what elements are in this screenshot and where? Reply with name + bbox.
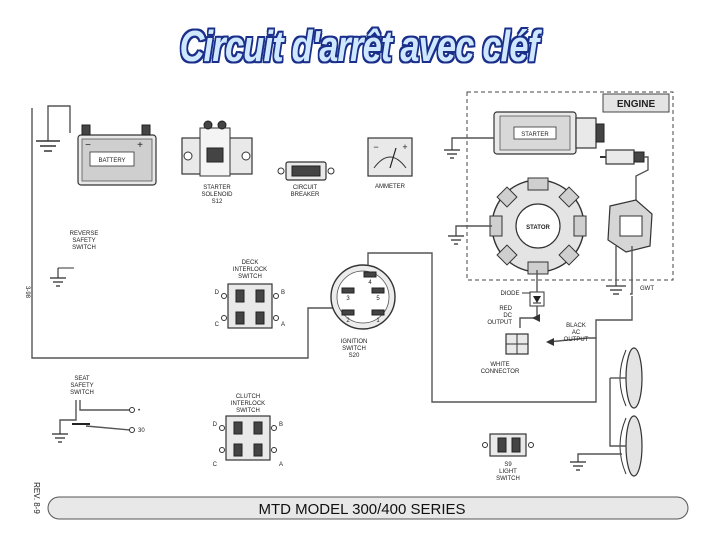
red-dc-1: RED bbox=[499, 306, 512, 312]
ignition-switch: 4 3 5 2 1 IGNITION SWITCH S20 bbox=[330, 264, 396, 359]
ign-terminal-1: 1 bbox=[376, 318, 380, 324]
clutch-label-1: CLUTCH bbox=[236, 394, 260, 400]
black-ac-3: OUTPUT bbox=[564, 337, 589, 343]
light-label-1: S9 bbox=[504, 462, 512, 468]
engine-label: ENGINE bbox=[617, 99, 656, 110]
black-ac-1: BLACK bbox=[566, 323, 586, 329]
stator: STATOR bbox=[448, 177, 587, 275]
gwt-label: GWT bbox=[640, 286, 654, 292]
battery: BATTERY − + bbox=[36, 105, 157, 186]
clutch-terminal-b: B bbox=[279, 422, 283, 428]
seat-pin-2: 30 bbox=[138, 428, 145, 434]
ign-terminal-2: 2 bbox=[346, 318, 350, 324]
ignition-label-2: SWITCH bbox=[342, 346, 366, 352]
solenoid-label-3: S12 bbox=[212, 199, 223, 205]
footer-banner: MTD MODEL 300/400 SERIES bbox=[47, 496, 689, 520]
battery-label: BATTERY bbox=[98, 158, 125, 164]
starter-motor: STARTER bbox=[444, 111, 605, 159]
seat-label-2: SAFETY bbox=[70, 383, 93, 389]
ignition-label-3: S20 bbox=[349, 353, 360, 359]
headlight-lower bbox=[570, 378, 643, 477]
clutch-label-3: SWITCH bbox=[236, 408, 260, 414]
deck-terminal-b: B bbox=[281, 290, 285, 296]
stator-label: STATOR bbox=[526, 225, 550, 231]
deck-label-3: SWITCH bbox=[238, 274, 262, 280]
ammeter: − + AMMETER bbox=[367, 137, 413, 190]
diode-assembly: DIODE RED DC OUTPUT WHITE CONNECTOR BLAC… bbox=[481, 270, 633, 375]
deck-terminal-c: C bbox=[215, 322, 220, 328]
ammeter-label: AMMETER bbox=[375, 184, 406, 190]
page-number: 3-98 bbox=[24, 286, 30, 299]
ign-terminal-5: 5 bbox=[376, 296, 380, 302]
solenoid-label-1: STARTER bbox=[203, 185, 231, 191]
diode-label: DIODE bbox=[500, 291, 519, 297]
deck-terminal-d: D bbox=[215, 290, 220, 296]
engine-boundary bbox=[466, 91, 674, 281]
clutch-terminal-d: D bbox=[213, 422, 218, 428]
light-label-2: LIGHT bbox=[499, 469, 517, 475]
red-dc-2: DC bbox=[503, 313, 512, 319]
footer-rev: REV. 8-9 bbox=[32, 482, 41, 514]
spark-plug bbox=[600, 149, 649, 200]
deck-label-2: INTERLOCK bbox=[233, 267, 267, 273]
deck-terminal-a: A bbox=[281, 322, 285, 328]
deck-label-1: DECK bbox=[242, 260, 259, 266]
diagram-title: Circuit d'arrêt avec cléf bbox=[179, 22, 540, 71]
ammeter-plus: + bbox=[402, 142, 407, 152]
ammeter-minus: − bbox=[373, 142, 378, 152]
seat-pin-1: • bbox=[138, 408, 140, 414]
footer-model: MTD MODEL 300/400 SERIES bbox=[258, 501, 465, 518]
ignition-module: GWT bbox=[606, 199, 654, 295]
starter-label: STARTER bbox=[521, 132, 549, 138]
deck-interlock-switch: DECK INTERLOCK SWITCH D B C A bbox=[215, 260, 285, 329]
reverse-label-2: SAFETY bbox=[72, 238, 95, 244]
clutch-label-2: INTERLOCK bbox=[231, 401, 265, 407]
headlight-upper bbox=[610, 347, 643, 409]
ign-terminal-3: 3 bbox=[346, 296, 350, 302]
breaker-label-1: CIRCUIT bbox=[293, 185, 318, 191]
black-ac-2: AC bbox=[572, 330, 581, 336]
reverse-label-1: REVERSE bbox=[70, 231, 99, 237]
ignition-label-1: IGNITION bbox=[341, 339, 368, 345]
clutch-terminal-a: A bbox=[279, 462, 283, 468]
battery-minus: − bbox=[85, 140, 91, 151]
light-switch: S9 LIGHT SWITCH bbox=[482, 433, 534, 482]
engine-label-box bbox=[602, 93, 670, 113]
battery-plus: + bbox=[137, 140, 143, 151]
breaker-label-2: BREAKER bbox=[291, 192, 320, 198]
starter-solenoid: STARTER SOLENOID S12 bbox=[181, 120, 253, 205]
clutch-interlock-switch: CLUTCH INTERLOCK SWITCH D B C A bbox=[213, 394, 283, 468]
white-conn-1: WHITE bbox=[490, 362, 509, 368]
clutch-terminal-c: C bbox=[213, 462, 218, 468]
reverse-label-3: SWITCH bbox=[72, 245, 96, 251]
seat-label-3: SWITCH bbox=[70, 390, 94, 396]
red-dc-3: OUTPUT bbox=[487, 320, 512, 326]
reverse-safety-switch: REVERSE SAFETY SWITCH bbox=[50, 231, 99, 287]
circuit-breaker: CIRCUIT BREAKER bbox=[277, 161, 335, 198]
white-conn-2: CONNECTOR bbox=[481, 369, 520, 375]
ign-terminal-4: 4 bbox=[368, 280, 372, 286]
seat-safety-switch: SEAT SAFETY SWITCH • 30 bbox=[52, 376, 145, 443]
light-label-3: SWITCH bbox=[496, 476, 520, 482]
seat-label-1: SEAT bbox=[74, 376, 90, 382]
solenoid-label-2: SOLENOID bbox=[201, 192, 233, 198]
